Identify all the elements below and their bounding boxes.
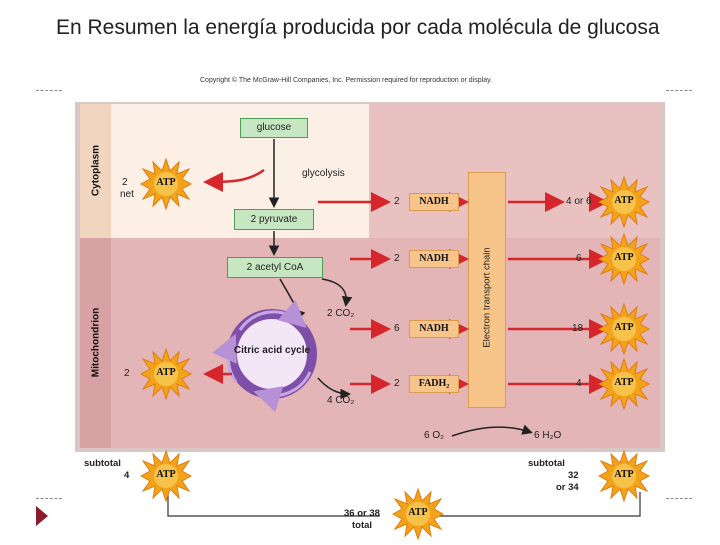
carrier-count: 2 <box>394 196 400 207</box>
atp-label: ATP <box>614 469 634 480</box>
subtotal-right-label: subtotal <box>528 458 565 469</box>
atp-burst-icon: ATP <box>597 357 651 411</box>
atp-label: ATP <box>614 195 634 206</box>
divider-dash <box>666 90 692 91</box>
atp-yield: 6 <box>576 253 582 264</box>
total-value: 36 or 38 <box>344 508 380 519</box>
water-label: 6 H₂O <box>534 430 562 441</box>
atp-burst-icon: ATP <box>597 302 651 356</box>
atp-yield: 4 <box>576 378 582 389</box>
nadh-box: NADH <box>409 193 459 211</box>
carrier-count: 2 <box>394 378 400 389</box>
co2-output-label: 4 CO₂ <box>327 395 355 406</box>
next-slide-icon[interactable] <box>36 506 48 526</box>
subtotal-right-value: 32 <box>568 470 579 481</box>
atp-burst-icon: ATP <box>139 449 193 503</box>
glucose-box: glucose <box>240 118 308 138</box>
co2-output-label: 2 CO₂ <box>327 308 355 319</box>
atp-burst-icon: ATP <box>597 232 651 286</box>
subtotal-left-value: 4 <box>124 470 130 481</box>
oxygen-label: 6 O₂ <box>424 430 444 441</box>
total-label: total <box>352 520 373 531</box>
atp-label: ATP <box>156 469 176 480</box>
citric-acid-cycle-label: Citric acid cycle <box>233 345 311 356</box>
nadh-box: NADH <box>409 250 459 268</box>
divider-dash <box>36 498 62 499</box>
atp-yield: 18 <box>572 323 584 334</box>
fadh2-box: FADH₂ <box>409 375 459 393</box>
slide-title: En Resumen la energía producida por cada… <box>56 16 660 39</box>
atp-burst-icon: ATP <box>597 175 651 229</box>
atp-label: ATP <box>614 322 634 333</box>
mitochondrion-side-band <box>80 238 111 448</box>
divider-dash <box>36 90 62 91</box>
pyruvate-box: 2 pyruvate <box>234 209 314 230</box>
carrier-count: 6 <box>394 323 400 334</box>
electron-transport-chain-box <box>468 172 506 408</box>
subtotal-left-label: subtotal <box>84 458 121 469</box>
acetyl-coa-box: 2 acetyl CoA <box>227 257 323 278</box>
glycolysis-atp-note: net <box>120 189 134 200</box>
atp-burst-icon: ATP <box>139 347 193 401</box>
cytoplasm-side-band <box>80 104 111 238</box>
atp-label: ATP <box>156 367 176 378</box>
mitochondrion-region <box>80 238 660 448</box>
glycolysis-label: glycolysis <box>302 168 345 179</box>
atp-label: ATP <box>614 252 634 263</box>
subtotal-right-alt: or 34 <box>556 482 579 493</box>
atp-burst-icon: ATP <box>597 449 651 503</box>
atp-label: ATP <box>614 377 634 388</box>
atp-burst-icon: ATP <box>139 157 193 211</box>
atp-burst-icon: ATP <box>391 487 445 541</box>
glycolysis-atp-count: 2 <box>122 177 128 188</box>
copyright-notice: Copyright © The McGraw-Hill Companies, I… <box>200 77 493 84</box>
nadh-box: NADH <box>409 320 459 338</box>
atp-label: ATP <box>156 177 176 188</box>
carrier-count: 2 <box>394 253 400 264</box>
cycle-atp-count: 2 <box>124 368 130 379</box>
atp-yield: 4 or 6 <box>566 196 592 207</box>
atp-label: ATP <box>408 507 428 518</box>
divider-dash <box>666 498 692 499</box>
